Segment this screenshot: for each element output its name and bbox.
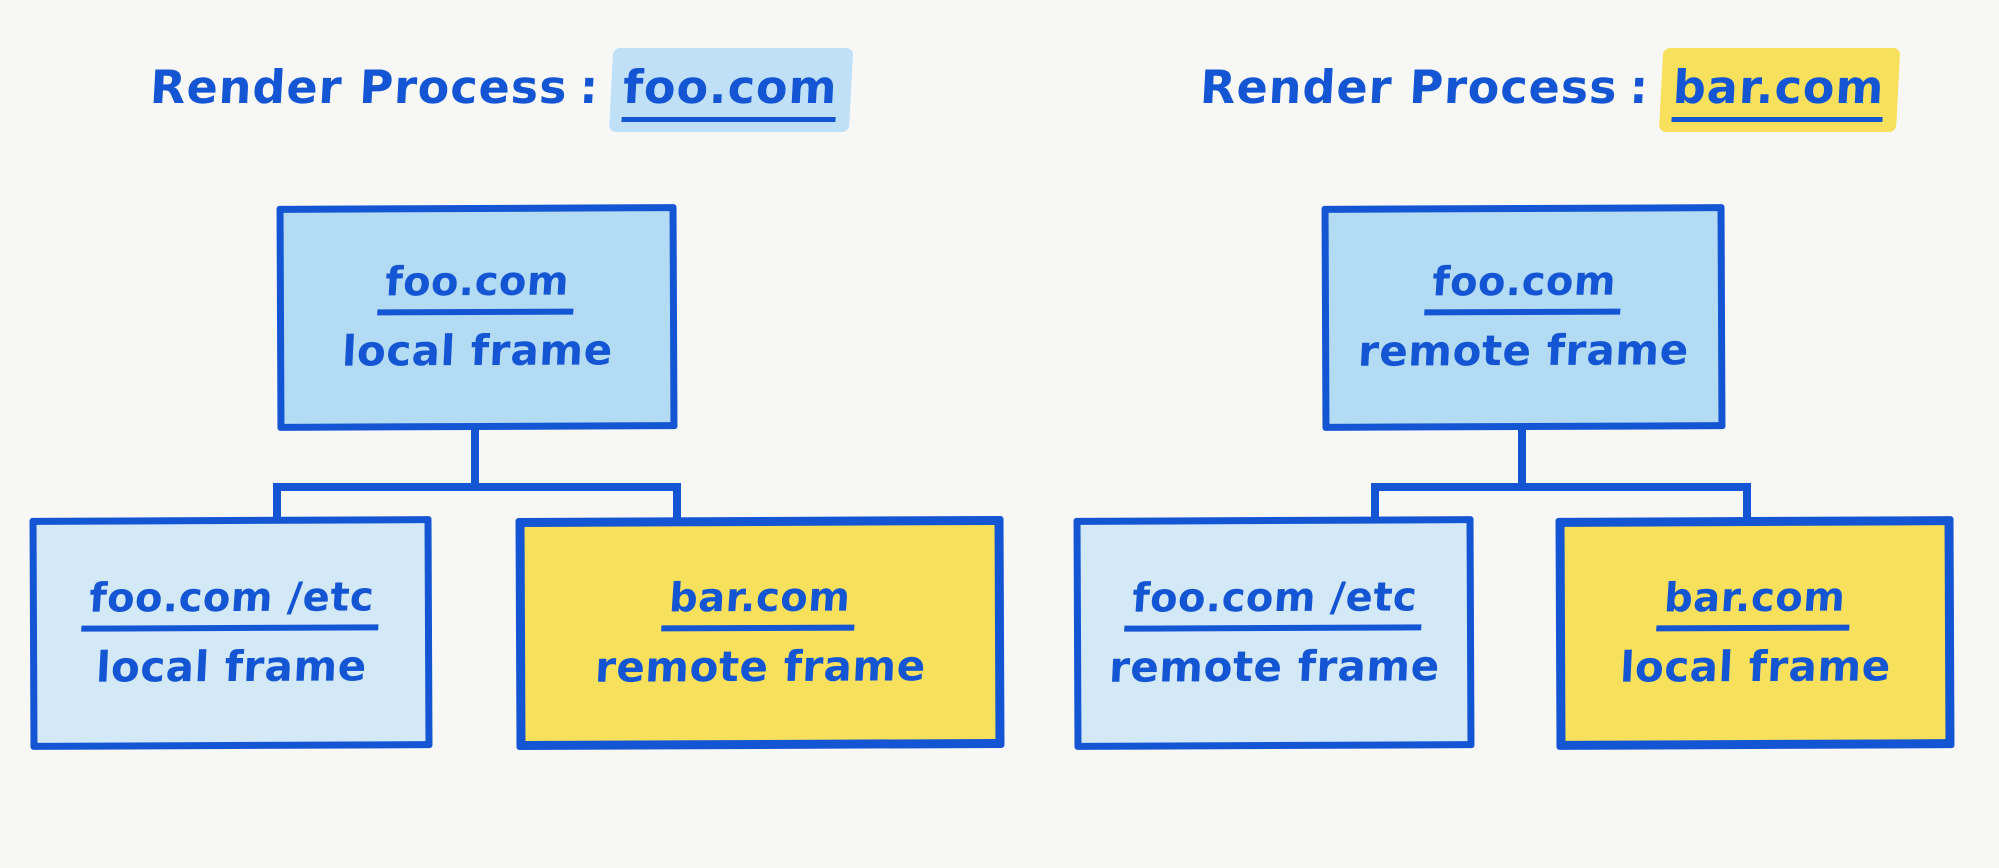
frame-node-bar-remote: bar.com remote frame — [515, 515, 1005, 751]
frame-kind: local frame — [340, 325, 614, 377]
process-title-separator: : — [578, 60, 601, 114]
frame-kind: remote frame — [593, 641, 927, 692]
frame-node-foo-root-remote: foo.com remote frame — [1321, 204, 1726, 431]
frame-origin: foo.com /etc — [80, 574, 382, 632]
connector-tree-left — [55, 426, 1005, 531]
process-title-label: Render Process — [148, 60, 570, 114]
frame-origin: bar.com — [1656, 575, 1854, 632]
frame-kind: local frame — [1618, 641, 1892, 692]
frame-origin: foo.com — [377, 259, 577, 316]
frame-node-bar-local: bar.com local frame — [1555, 516, 1955, 750]
process-title-foo: Render Process : foo.com — [148, 48, 854, 132]
frame-kind: remote frame — [1107, 641, 1441, 692]
frame-node-foo-root-local: foo.com local frame — [276, 204, 678, 431]
process-title-origin: foo.com — [621, 60, 840, 122]
process-title-origin: bar.com — [1671, 60, 1886, 122]
frame-node-foo-etc-remote: foo.com /etc remote frame — [1073, 516, 1475, 750]
connector-tree-right — [1075, 426, 1999, 531]
frame-origin: foo.com /etc — [1123, 574, 1425, 632]
frame-kind: remote frame — [1357, 325, 1691, 377]
frame-origin: bar.com — [661, 575, 859, 632]
process-title-bar: Render Process : bar.com — [1198, 48, 1901, 132]
frame-kind: local frame — [94, 641, 368, 692]
process-title-label: Render Process — [1198, 60, 1620, 114]
frame-origin: foo.com — [1423, 259, 1624, 316]
process-title-separator: : — [1628, 60, 1651, 114]
frame-node-foo-etc-local: foo.com /etc local frame — [29, 516, 433, 750]
process-title-origin-chip: bar.com — [1658, 48, 1901, 132]
process-title-origin-chip: foo.com — [608, 48, 854, 132]
